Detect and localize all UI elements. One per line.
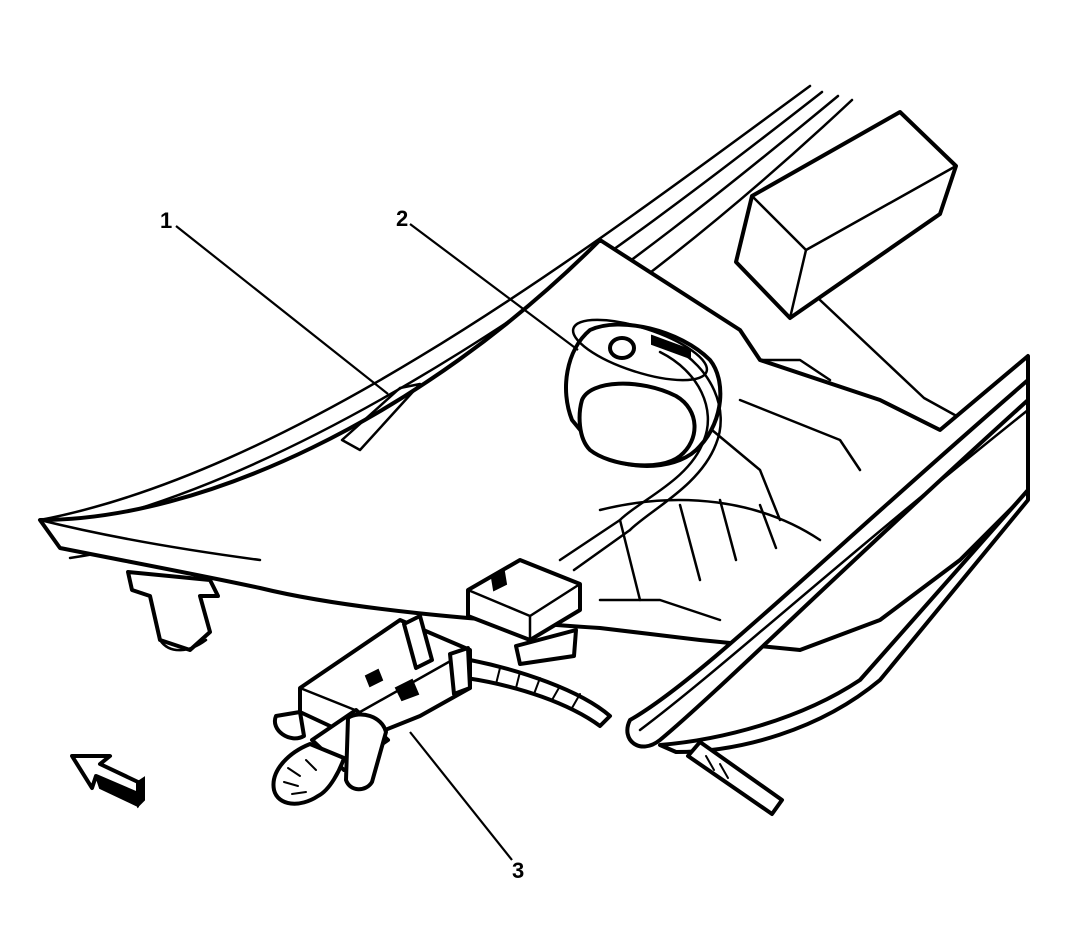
instrument-panel-carrier — [38, 238, 1030, 652]
wire-harness — [464, 658, 612, 728]
mid-connector — [466, 558, 582, 666]
part-2-module — [558, 318, 723, 572]
callout-1: 1 — [160, 208, 172, 233]
leader-2 — [409, 223, 579, 351]
callout-2: 2 — [396, 206, 408, 231]
leader-1 — [175, 225, 389, 395]
callout-leaders — [175, 223, 579, 861]
part-3-connector — [271, 614, 472, 806]
right-rail — [625, 378, 1030, 816]
panel-ribbing — [598, 358, 862, 622]
forward-arrow-icon — [70, 754, 145, 809]
leader-3 — [409, 731, 513, 861]
callout-3: 3 — [512, 858, 524, 883]
